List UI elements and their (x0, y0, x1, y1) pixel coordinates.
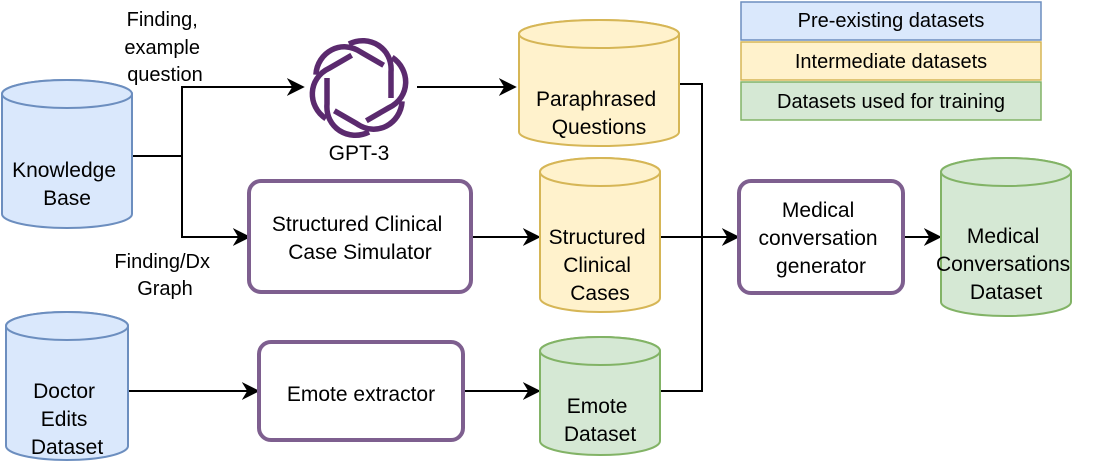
legend-preexisting-label: Pre-existing datasets (798, 10, 985, 32)
emote-dataset-label: Emote Dataset (564, 395, 637, 446)
cylinder-cap (940, 157, 1072, 187)
cylinder-structured-cases: Structured Clinical Cases (539, 157, 661, 313)
gpt3-label: GPT-3 (329, 142, 390, 165)
legend: Pre-existing datasets Intermediate datas… (740, 1, 1042, 121)
process-medical-conversation-generator: Medical conversation generator (737, 179, 905, 295)
knowledge-base-label: Knowledge Base (12, 159, 122, 210)
process-structured-clinical-case-simulator: Structured Clinical Case Simulator (247, 179, 473, 294)
legend-intermediate-label: Intermediate datasets (795, 51, 987, 73)
emote-extractor-label: Emote extractor (287, 383, 435, 406)
edge-label-finding-dx-graph: Finding/Dx Graph (114, 251, 215, 300)
cylinder-cap (5, 311, 129, 341)
gpt3-logo-icon: GPT-3 (309, 38, 409, 165)
cylinder-knowledge-base: Knowledge Base (1, 79, 133, 229)
edge-label-finding-example-question: Finding, example question (124, 9, 205, 86)
cylinder-emote-dataset: Emote Dataset (539, 336, 661, 456)
doctor-edits-label: Doctor Edits Dataset (31, 380, 104, 459)
cylinder-doctor-edits: Doctor Edits Dataset (5, 311, 129, 461)
edge-paraphrased-merge (680, 83, 703, 237)
cylinder-medical-conversations: Medical Conversations Dataset (936, 157, 1076, 317)
legend-preexisting-swatch (740, 1, 1042, 41)
edge-kb-to-gpt3 (181, 78, 305, 156)
legend-training-label: Datasets used for training (777, 91, 1005, 113)
edge-kb-to-simulator (181, 156, 251, 246)
edges (128, 78, 942, 400)
generator-label: Medical conversation generator (759, 199, 884, 278)
cylinder-cap (518, 19, 680, 49)
legend-intermediate-swatch (740, 41, 1042, 81)
edge-emote-merge (660, 237, 703, 392)
medical-conversations-label: Medical Conversations Dataset (936, 225, 1076, 304)
structured-cases-label: Structured Clinical Cases (549, 226, 652, 305)
cylinder-cap (1, 79, 133, 109)
paraphrased-questions-label: Paraphrased Questions (536, 88, 662, 139)
cylinder-paraphrased-questions: Paraphrased Questions (518, 19, 680, 147)
cylinder-cap (539, 157, 661, 187)
process-emote-extractor: Emote extractor (257, 340, 465, 442)
simulator-label: Structured Clinical Case Simulator (272, 213, 448, 264)
cylinder-cap (539, 336, 661, 366)
legend-training-swatch (740, 81, 1042, 121)
